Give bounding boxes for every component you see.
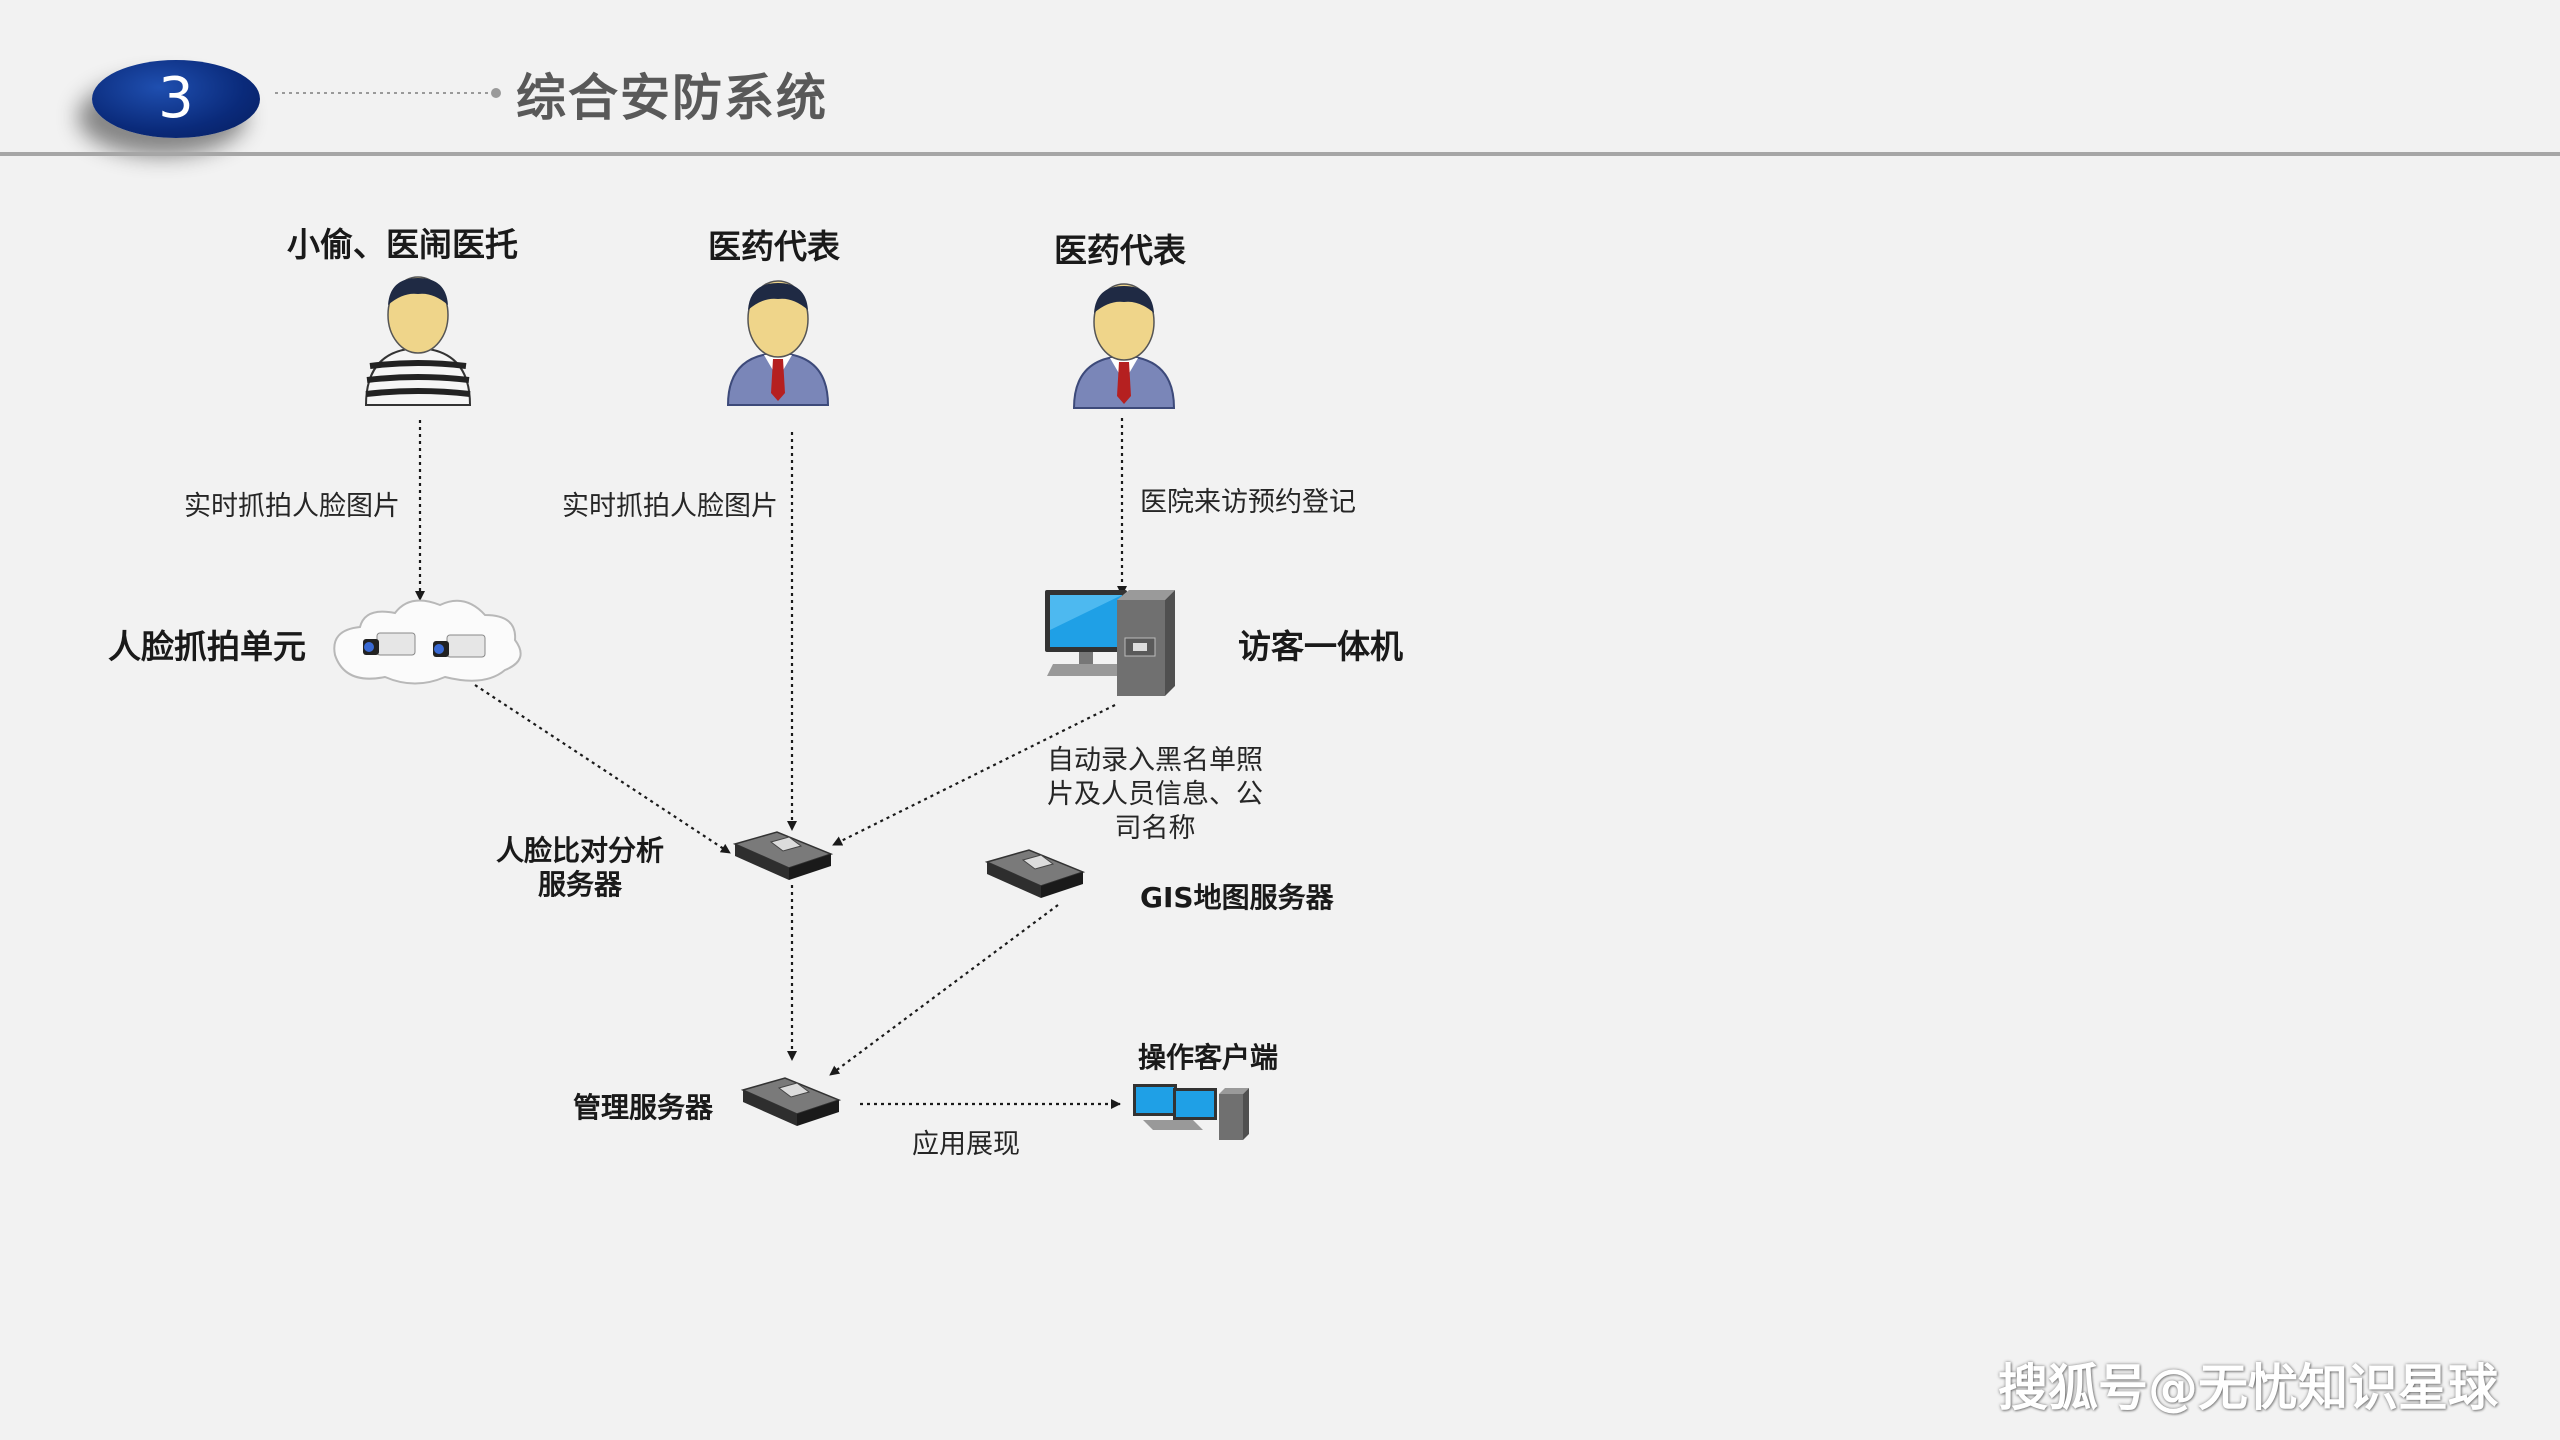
camera-icon [433,634,486,658]
edge-capture-to-analysis [474,684,731,854]
face-analysis-line: 服务器 [537,868,622,901]
node-label-visitor-kiosk: 访客一体机 [1238,627,1403,666]
edge-gis-to-management [829,904,1059,1076]
node-label-operator-client: 操作客户端 [1138,1041,1279,1074]
edge-label-app-display: 应用展现 [912,1129,1020,1160]
node-label-face-analysis: 人脸比对分析 服务器 [490,834,670,902]
node-label-gis-server: GIS地图服务器 [1140,881,1334,914]
header-divider [0,152,2560,156]
edge-label-capture-2: 实时抓拍人脸图片 [562,491,778,522]
page-title: 综合安防系统 [516,69,828,127]
blacklist-line: 司名称 [1114,813,1196,844]
actor-label-rep-2: 医药代表 [1054,231,1186,270]
edge-label-capture-1: 实时抓拍人脸图片 [184,491,400,522]
edge-label-visit-booking: 医院来访预约登记 [1140,487,1356,518]
blacklist-line: 自动录入黑名单照 [1047,745,1263,776]
face-analysis-line: 人脸比对分析 [495,834,664,867]
node-label-management-server: 管理服务器 [573,1091,714,1124]
camera-icon [363,632,416,656]
node-label-face-capture: 人脸抓拍单元 [108,627,306,666]
edge-label-blacklist: 自动录入黑名单照 片及人员信息、公 司名称 [1040,744,1270,846]
section-number-badge: 3 [92,60,260,138]
watermark-text: 搜狐号@无忧知识星球 [1998,1359,2498,1417]
blacklist-line: 片及人员信息、公 [1047,779,1263,810]
actor-label-rep-1: 医药代表 [708,227,840,266]
actor-label-thief: 小偷、医闹医托 [287,225,518,264]
